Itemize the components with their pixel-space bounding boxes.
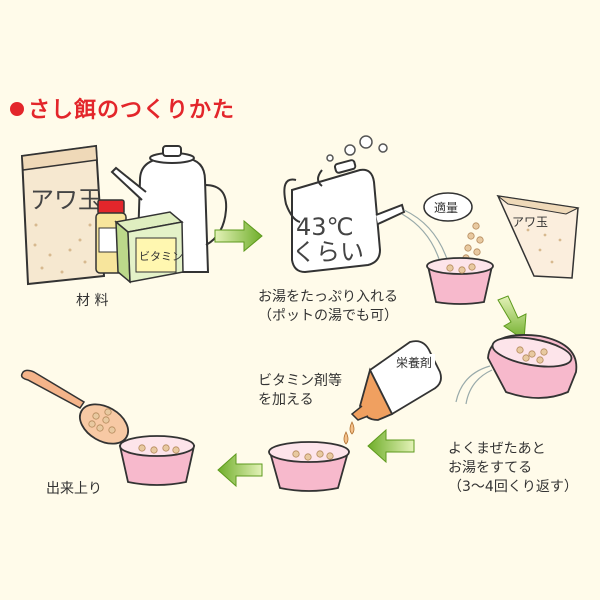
pour-water-label-1: お湯をたっぷり入れる <box>258 289 398 305</box>
appropriate-amount-bubble: 適量 <box>423 192 473 222</box>
vitamin-label-1: ビタミン剤等 <box>258 373 342 389</box>
title-text: さし餌のつくりかた <box>28 98 236 123</box>
vitamin-box-label: ビタミン <box>139 250 183 263</box>
mix-label-3: （3～4回くり返す） <box>448 479 578 495</box>
ingredients-label: 材 料 <box>76 293 109 309</box>
kettle-temp-line1: 43℃ <box>296 213 354 241</box>
nutrient-bottle-icon: 栄養剤 <box>350 340 442 421</box>
finished-bowl-icon <box>118 435 196 486</box>
awa-package-icon: アワ玉 <box>20 144 106 286</box>
tilted-bowl-icon <box>487 334 578 399</box>
water-stream-icon <box>403 209 449 263</box>
vitamin-box-icon: ビタミン <box>114 211 184 284</box>
discard-water-icon <box>455 365 491 403</box>
awa-package-label: アワ玉 <box>30 186 102 214</box>
arrow-left-icon <box>367 428 415 464</box>
bowl-with-vitamins-icon <box>268 441 350 492</box>
pour-water-label-2: （ポットの湯でも可） <box>258 308 398 324</box>
nutrient-label: 栄養剤 <box>396 355 432 370</box>
appropriate-amount-label: 適量 <box>434 200 458 215</box>
arrow-left-2-icon <box>217 452 263 488</box>
spoon-icon <box>20 369 129 445</box>
arrow-down-icon <box>497 295 527 341</box>
kettle-temp-line2: くらい <box>292 238 364 266</box>
small-awa-package-icon: アワ玉 <box>496 195 580 279</box>
vitamin-label-2: を加える <box>258 392 314 408</box>
done-label: 出来上り <box>46 481 102 497</box>
tilted-kettle-icon: 43℃ くらい <box>283 159 406 274</box>
small-awa-package-label: アワ玉 <box>512 215 548 229</box>
mix-label-2: お湯をすてる <box>448 460 533 476</box>
arrow-right-icon <box>214 219 263 253</box>
bowl-icon <box>426 257 494 305</box>
falling-seeds-icon <box>462 222 484 262</box>
steam-icon <box>326 135 388 162</box>
mix-label-1: よくまぜたあと <box>448 441 546 457</box>
drops-icon <box>343 421 355 445</box>
page-title: さし餌のつくりかた <box>10 92 235 124</box>
bullet-dot-icon <box>10 102 24 116</box>
